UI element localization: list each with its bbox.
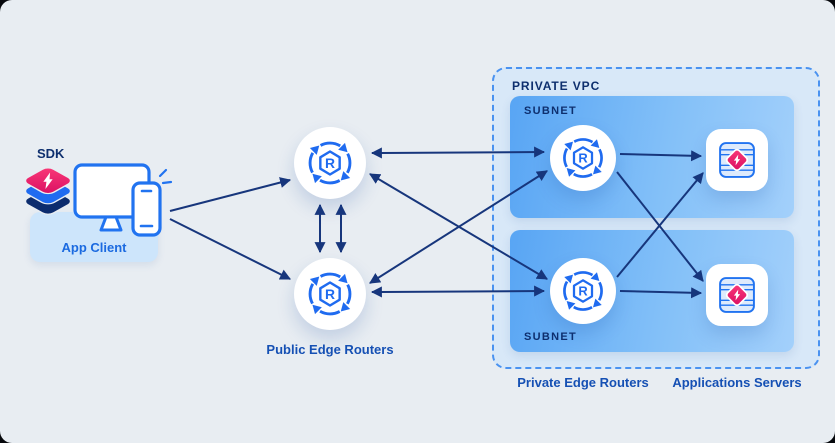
application-server-bottom bbox=[706, 264, 768, 326]
private-edge-router-top bbox=[550, 125, 616, 191]
router-icon bbox=[301, 134, 359, 192]
application-server-top bbox=[706, 129, 768, 191]
app-client-label: App Client bbox=[61, 240, 127, 255]
applications-servers-caption: Applications Servers bbox=[672, 375, 802, 390]
subnet-bottom-label: SUBNET bbox=[524, 331, 578, 343]
router-icon bbox=[556, 264, 610, 318]
private-vpc-label: PRIVATE VPC bbox=[512, 79, 601, 93]
subnet-top-label: SUBNET bbox=[524, 105, 578, 117]
sdk-label: SDK bbox=[37, 146, 65, 161]
arrow-client-to-top-router bbox=[169, 177, 292, 212]
app-server-icon bbox=[708, 131, 766, 189]
public-edge-router-bottom bbox=[294, 258, 366, 330]
router-icon bbox=[556, 131, 610, 185]
arrow-client-to-bottom-router bbox=[169, 218, 291, 280]
app-server-icon bbox=[708, 266, 766, 324]
public-edge-routers-caption: Public Edge Routers bbox=[266, 342, 394, 357]
private-vpc-container: PRIVATE VPC SUBNET SUBNET bbox=[492, 67, 820, 369]
app-client-device-icon bbox=[70, 160, 174, 246]
router-icon bbox=[301, 265, 359, 323]
public-edge-router-top bbox=[294, 127, 366, 199]
private-edge-routers-caption: Private Edge Routers bbox=[517, 375, 649, 390]
app-client-box: App Client bbox=[30, 212, 158, 262]
private-edge-router-bottom bbox=[550, 258, 616, 324]
